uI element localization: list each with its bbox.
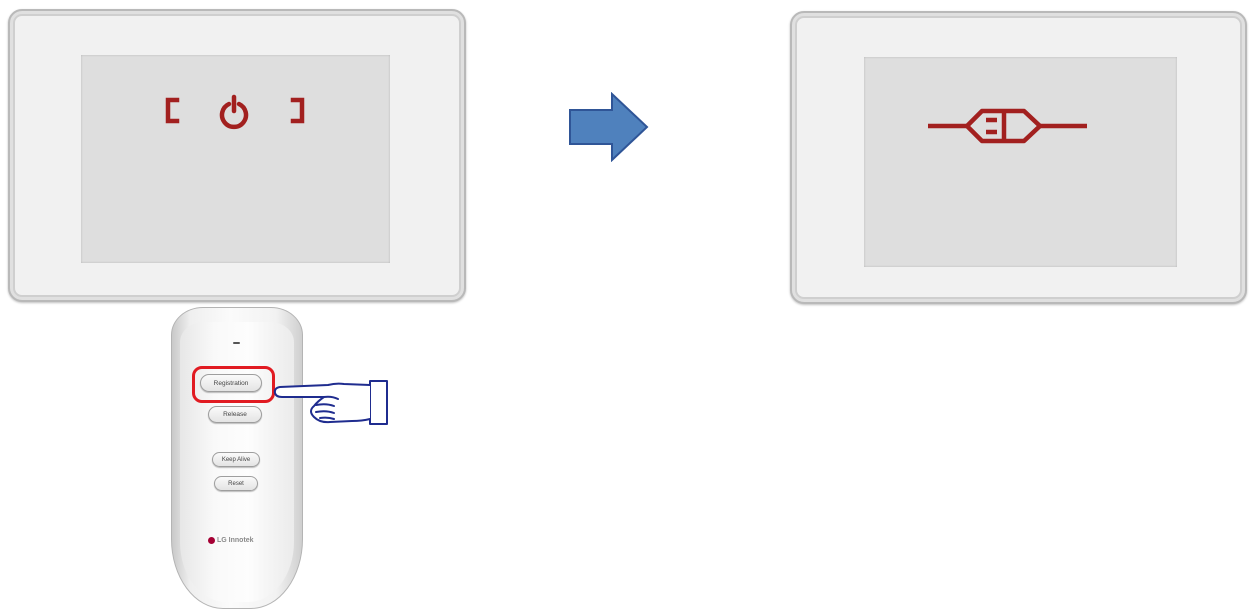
lg-logo-icon [208,537,215,544]
registration-highlight [192,366,275,403]
panel-screen-before [81,55,390,263]
remote-control: Registration Release Keep Alive Reset LG… [171,307,303,609]
wall-panel-before [8,9,466,302]
release-button[interactable]: Release [208,406,262,423]
right-arrow-icon [568,92,650,162]
wall-panel-after [790,11,1247,304]
brand-label: LG Innotek [208,537,254,544]
keep-alive-button[interactable]: Keep Alive [212,452,260,467]
pointing-hand-icon [272,375,390,427]
connected-link-icon [864,57,1177,267]
panel-screen-after [864,57,1177,267]
power-standby-icon [81,55,390,263]
indicator-led [233,342,240,344]
reset-button[interactable]: Reset [214,476,258,491]
brand-name: LG Innotek [217,537,254,544]
